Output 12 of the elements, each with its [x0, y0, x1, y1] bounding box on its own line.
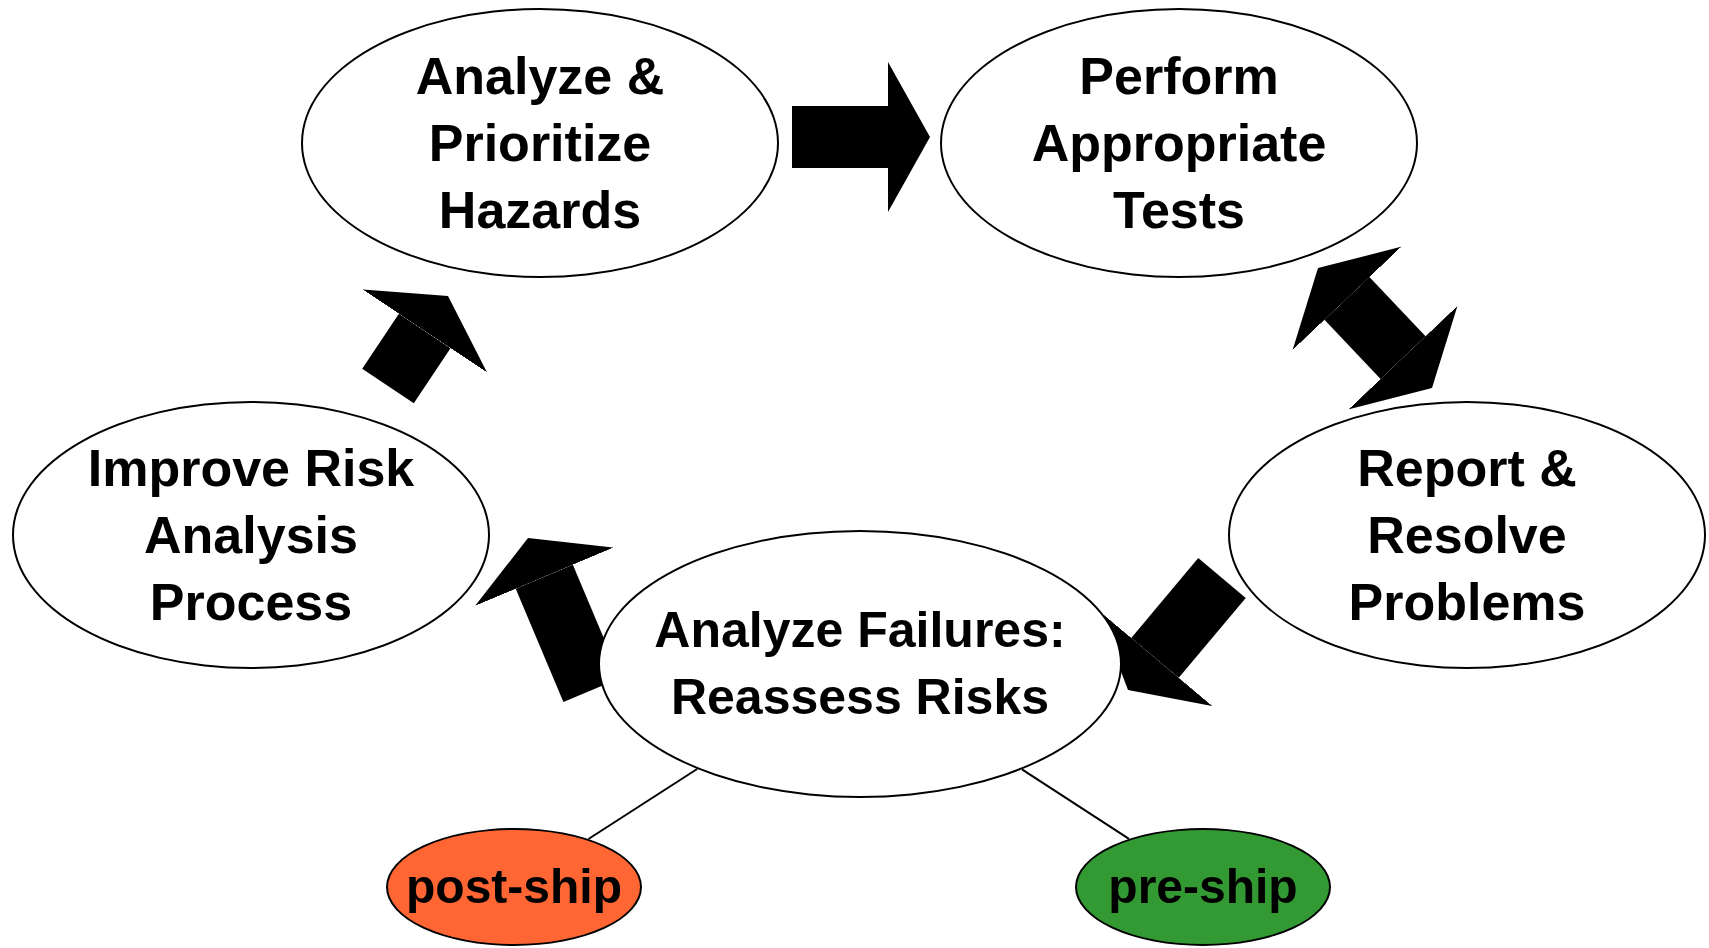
- node-label: pre-ship: [1108, 859, 1298, 915]
- block-arrow: [362, 289, 488, 404]
- node-label: post-ship: [406, 859, 622, 915]
- block-arrow: [792, 62, 930, 212]
- node-label: Analyze Failures: Reassess Risks: [653, 601, 1067, 727]
- connector-line: [1021, 768, 1130, 840]
- block-arrow: [1292, 246, 1458, 410]
- node-label: Perform Appropriate Tests: [1030, 45, 1328, 241]
- node-label: Report & Resolve Problems: [1347, 437, 1587, 633]
- connector-line: [587, 767, 699, 840]
- node-label: Improve Risk Analysis Process: [86, 437, 416, 633]
- node-label: Analyze & Prioritize Hazards: [414, 45, 666, 241]
